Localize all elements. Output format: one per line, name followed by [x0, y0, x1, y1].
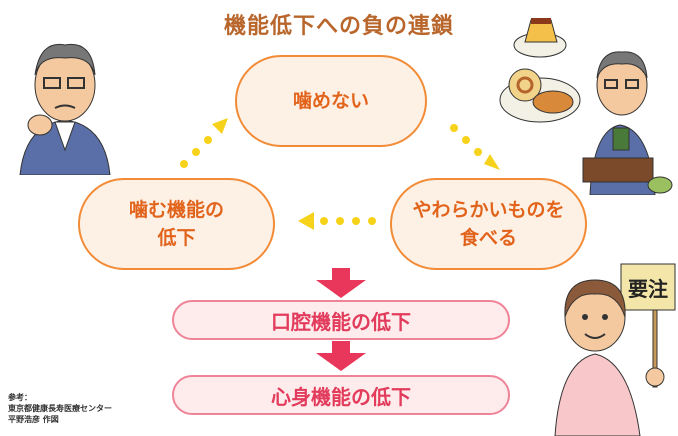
chain-mind-body-decline: 心身機能の低下: [172, 375, 510, 415]
nurse-with-caution-sign-illustration: 要注: [554, 263, 676, 436]
caution-sign-text: 要注: [628, 277, 668, 301]
arrowhead-icon: [484, 154, 500, 170]
worried-elderly-man-illustration: [19, 43, 111, 175]
man-eating-sweets-illustration: [499, 18, 673, 195]
node-label: やわらかいものを: [412, 199, 565, 221]
node-label: 食べる: [459, 227, 517, 249]
credit-note: 参考： 東京都健康長寿医療センター 平野浩彦 作図: [8, 392, 112, 425]
cycle-node-cannot-chew: 噛めない: [235, 55, 427, 147]
chain-oral-function-decline: 口腔機能の低下: [172, 300, 510, 340]
cycle-node-eat-soft-food: やわらかいものを 食べる: [390, 178, 587, 270]
credit-label: 参考：: [8, 393, 32, 402]
node-label: 低下: [157, 227, 196, 249]
arrowhead-icon: [212, 118, 228, 134]
chain-label: 心身機能の低下: [271, 384, 411, 409]
credit-author: 平野浩彦 作図: [8, 415, 59, 424]
down-arrow-icon: [316, 341, 366, 371]
arrowhead-icon: [298, 212, 314, 230]
credit-source: 東京都健康長寿医療センター: [8, 404, 112, 413]
node-label: 噛む機能の: [128, 199, 224, 221]
diagram-title: 機能低下への負の連鎖: [223, 14, 454, 39]
cycle-node-chewing-decline: 噛む機能の 低下: [78, 178, 275, 270]
chain-label: 口腔機能の低下: [271, 309, 411, 334]
down-arrow-icon: [316, 268, 366, 298]
node-label: 噛めない: [292, 90, 369, 112]
